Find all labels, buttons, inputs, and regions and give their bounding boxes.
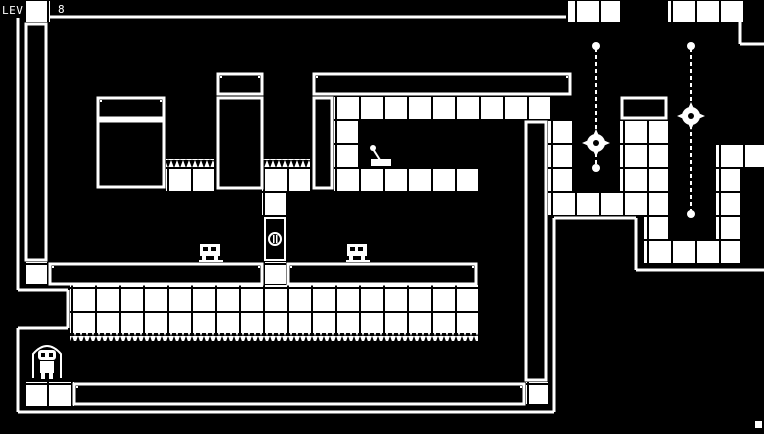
level-number: 8 [58, 3, 65, 16]
tile-blocks [26, 0, 764, 406]
outer-walls [16, 15, 764, 414]
spike-row-ceiling [70, 333, 478, 341]
level-label: LEV [2, 3, 24, 17]
spike-hazards [70, 159, 478, 341]
walker-robot-left [199, 244, 223, 262]
player-character [32, 345, 62, 379]
girders [24, 22, 668, 406]
corner-marker-icon [755, 421, 762, 428]
sawblade-left [582, 129, 610, 157]
sawblade-right [677, 102, 705, 130]
spike-row-upper-left [166, 159, 214, 167]
spike-row-upper-mid [262, 159, 310, 167]
girder-rivets [52, 76, 568, 388]
floor-lever[interactable] [370, 145, 391, 166]
locked-door[interactable] [264, 217, 286, 261]
walker-robot-right [346, 244, 370, 262]
hud-bar: LEV 8 [0, 0, 65, 20]
